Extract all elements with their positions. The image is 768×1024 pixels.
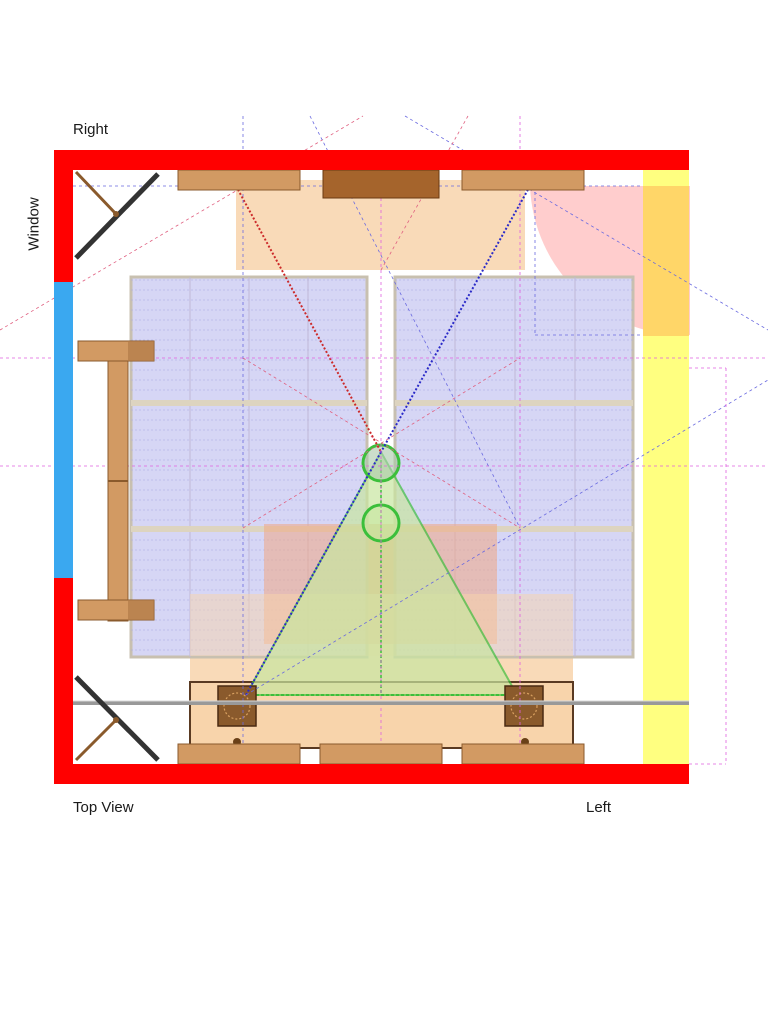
shelf-center-top bbox=[322, 169, 440, 199]
wall-bottom bbox=[54, 764, 689, 784]
right-side-label: Right bbox=[73, 121, 109, 138]
window-bench bbox=[77, 340, 155, 622]
window-pane bbox=[54, 282, 73, 578]
shelf-left-top bbox=[177, 169, 301, 191]
top-view-label: Top View bbox=[73, 799, 134, 816]
wall-top bbox=[54, 150, 689, 170]
speaker-icon bbox=[217, 685, 257, 746]
shelf-left-bottom bbox=[177, 743, 301, 765]
shelf-right-top bbox=[461, 169, 585, 191]
corner-stand-bottom-left bbox=[74, 675, 160, 762]
window-label: Window bbox=[25, 197, 43, 251]
bass-trap-corner bbox=[643, 186, 689, 336]
corner-stand-top-left bbox=[74, 170, 160, 260]
reflection-lines-blue bbox=[245, 185, 531, 696]
speaker-icon bbox=[504, 685, 544, 746]
shelf-right-bottom bbox=[461, 743, 585, 765]
shelf-center-bottom bbox=[319, 743, 443, 765]
left-side-label: Left bbox=[586, 799, 612, 816]
reflection-lines-red bbox=[235, 185, 382, 453]
